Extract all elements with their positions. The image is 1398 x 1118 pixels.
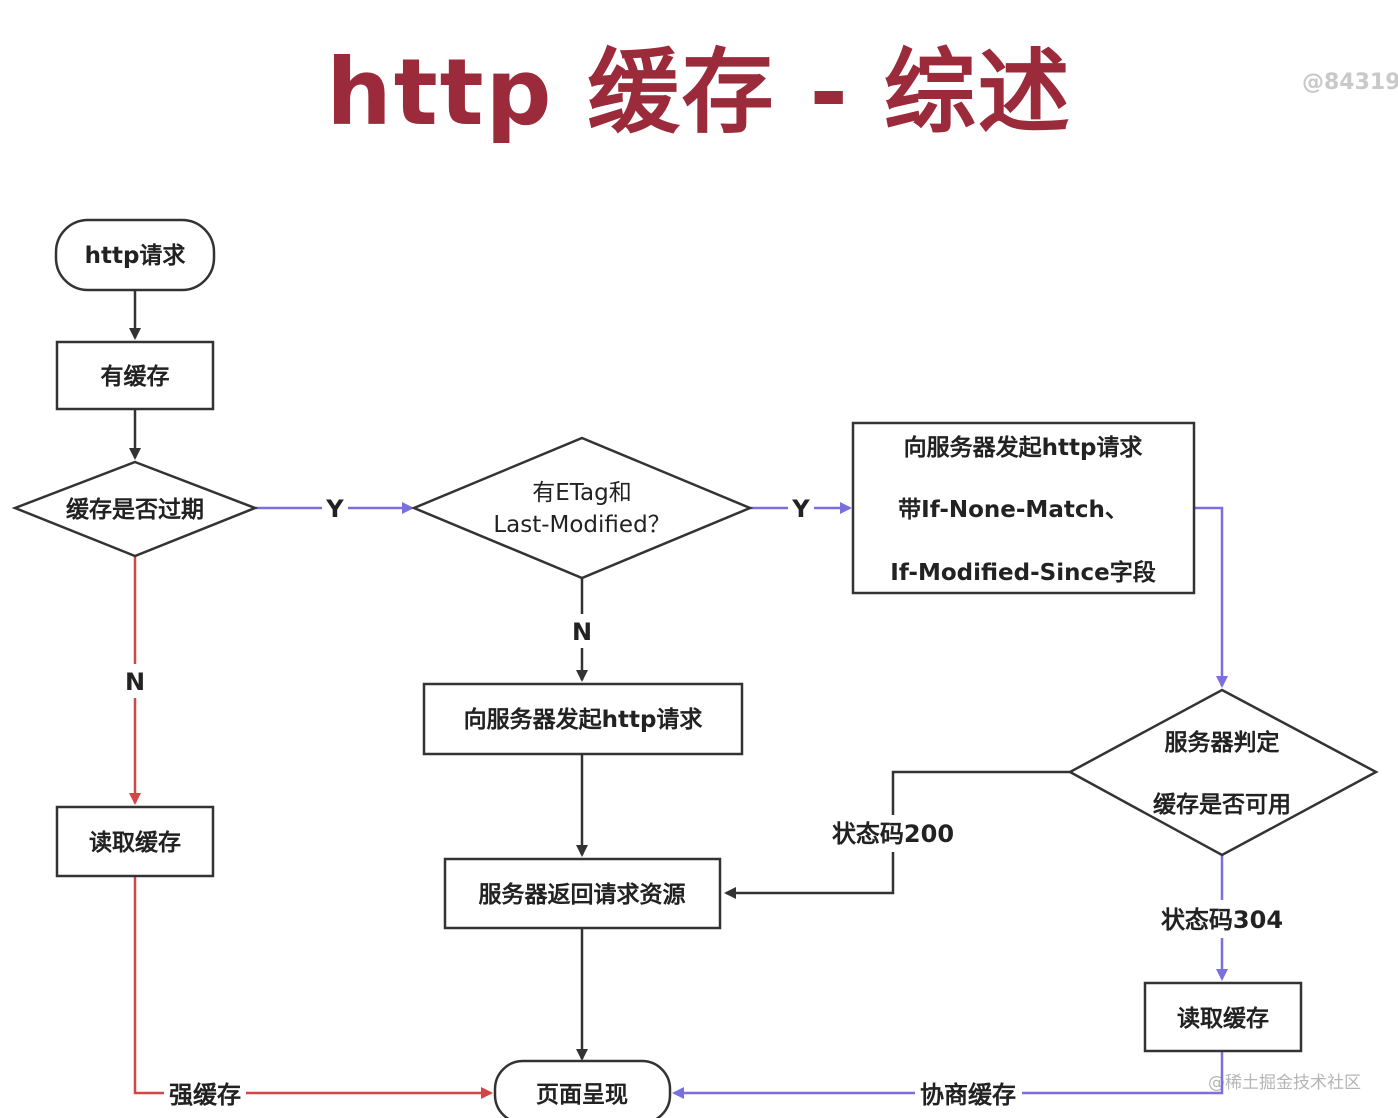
node-server-return-label: 服务器返回请求资源 [479, 882, 686, 908]
node-read-cache-right-label: 读取缓存 [1177, 1005, 1269, 1032]
node-start [54, 218, 216, 292]
edge-label-status304: 状态码304 [1161, 906, 1283, 934]
node-render-label: 页面呈现 [536, 1082, 628, 1108]
edge-cond-to-judge [1194, 506, 1228, 688]
node-etag [410, 436, 754, 580]
node-has-cache [55, 340, 215, 411]
watermark: @843194 [1302, 70, 1398, 95]
node-judge-label-1: 服务器判定 [1165, 729, 1280, 756]
edge-label-strong-cache: 强缓存 [169, 1081, 241, 1109]
node-conditional-request [851, 421, 1196, 595]
edge-label-n1: N [125, 668, 145, 696]
node-start-label: http请求 [85, 243, 186, 269]
node-read-cache-right [1143, 981, 1303, 1053]
edge-label-negotiated-cache: 协商缓存 [920, 1081, 1016, 1109]
node-cond-label-2: 带If-None-Match、 [898, 497, 1128, 523]
node-server-return [443, 857, 722, 930]
node-has-cache-label: 有缓存 [101, 363, 170, 390]
node-read-cache-left [55, 805, 215, 878]
node-judge-label-2: 缓存是否可用 [1153, 791, 1291, 818]
page-title: http 缓存 - 综述 [326, 39, 1072, 146]
node-request [422, 682, 744, 756]
node-cond-label-1: 向服务器发起http请求 [904, 434, 1143, 461]
node-render [493, 1059, 672, 1118]
edge-negotiated-a [1022, 1051, 1224, 1095]
node-expired-label: 缓存是否过期 [66, 496, 204, 523]
edge-judge-200-a [891, 770, 1070, 815]
node-etag-label-1: 有ETag和 [532, 480, 631, 506]
edge-judge-200-b [724, 852, 895, 899]
node-judge [1067, 688, 1379, 857]
edge-label-n2: N [572, 618, 592, 646]
edge-strong-cache [133, 876, 164, 1095]
node-read-cache-left-label: 读取缓存 [89, 829, 181, 856]
edge-label-status200: 状态码200 [832, 820, 954, 848]
node-cond-label-3: If-Modified-Since字段 [890, 559, 1155, 586]
edge-label-y2: Y [791, 495, 810, 523]
node-request-label: 向服务器发起http请求 [464, 706, 703, 733]
node-expired [11, 460, 259, 558]
edge-label-y1: Y [325, 495, 344, 523]
node-etag-label-2: Last-Modified？ [493, 512, 670, 538]
source-watermark: @稀土掘金技术社区 [1208, 1073, 1361, 1093]
